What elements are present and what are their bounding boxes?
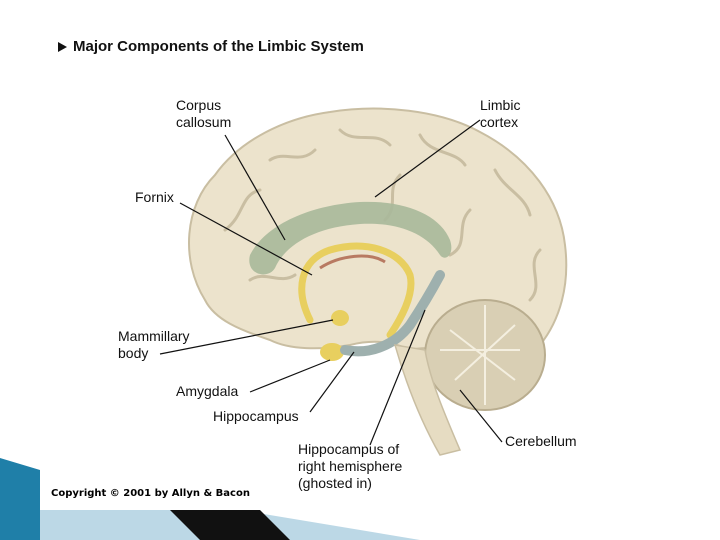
label-amygdala: Amygdala (176, 383, 239, 399)
slide-title: Major Components of the Limbic System (58, 38, 364, 55)
cerebellum-folia (440, 305, 520, 405)
fornix (298, 242, 415, 339)
slide-title-text: Major Components of the Limbic System (73, 38, 364, 55)
hippocampus (340, 270, 445, 357)
pointer-mammillary-body (159, 319, 334, 355)
pointer-fornix (179, 202, 313, 276)
label-hippocampus-right: Hippocampus of right hemisphere (ghosted… (298, 441, 403, 491)
label-cerebellum: Cerebellum (505, 433, 577, 449)
pointer-limbic-cortex (374, 119, 481, 198)
mammillary-body (331, 310, 349, 326)
pointer-amygdala (249, 359, 331, 393)
label-hippocampus: Hippocampus (213, 408, 299, 424)
bullet-arrow-icon (58, 41, 67, 52)
decor-dark-stripe (170, 510, 290, 540)
thalamus-band (319, 254, 386, 270)
pointer-hippocampus (309, 351, 355, 413)
label-fornix: Fornix (135, 189, 174, 205)
label-limbic-cortex: Limbic cortex (480, 97, 521, 130)
label-corpus-callosum: Corpus callosum (176, 97, 232, 130)
label-mammillary-body: Mammillary body (118, 328, 190, 361)
pointer-corpus-callosum (224, 134, 286, 241)
corpus-callosum (249, 201, 452, 275)
pointer-cerebellum (459, 389, 503, 443)
decor-blue-wedge (0, 458, 40, 540)
brainstem (393, 344, 462, 456)
gyri-lines (223, 128, 542, 302)
amygdala (320, 343, 344, 361)
copyright-notice: Copyright © 2001 by Allyn & Bacon (51, 488, 250, 499)
pointer-hippocampus-right (369, 309, 426, 446)
